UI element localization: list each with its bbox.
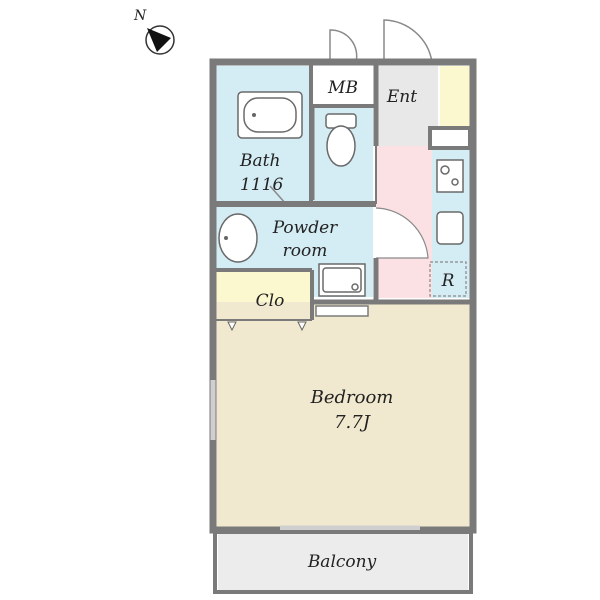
- balcony-floor: [218, 534, 468, 590]
- washing-machine-pan: [318, 263, 366, 297]
- toilet: [325, 113, 357, 167]
- entrance-step: [428, 126, 472, 150]
- bath-label: Bath: [239, 151, 280, 171]
- kitchen-door-swing: [375, 207, 429, 259]
- compass: N: [133, 8, 175, 55]
- mb-floor: [313, 66, 373, 106]
- bedroom-label: Bedroom: [310, 387, 394, 408]
- wash-basin: [218, 210, 262, 264]
- balcony-label: Balcony: [307, 552, 377, 572]
- entrance-floor: [376, 66, 438, 146]
- bedroom-size-label: 7.7J: [334, 412, 372, 433]
- compass-arrow-icon: [147, 28, 171, 52]
- refrigerator-label: R: [441, 271, 455, 291]
- balcony-walls: [213, 530, 473, 594]
- compass-north-label: N: [133, 8, 147, 24]
- closet-door-marks: [227, 321, 307, 332]
- powder-room-label-2: room: [283, 241, 328, 261]
- bathtub: [237, 91, 303, 139]
- shoe-closet: [440, 66, 470, 128]
- refrigerator-space: [429, 261, 467, 297]
- closet-label: Clo: [256, 291, 285, 311]
- kitchen-sink: [436, 211, 464, 245]
- entrance-door-swings: [328, 19, 433, 64]
- ent-label: Ent: [386, 87, 417, 107]
- stove: [436, 159, 464, 193]
- bedroom-door-frame: [315, 305, 369, 317]
- powder-room-label-1: Powder: [272, 218, 338, 238]
- bath-size-label: 1116: [240, 175, 283, 195]
- mb-label: MB: [327, 78, 358, 98]
- bedroom-floor: [216, 302, 470, 528]
